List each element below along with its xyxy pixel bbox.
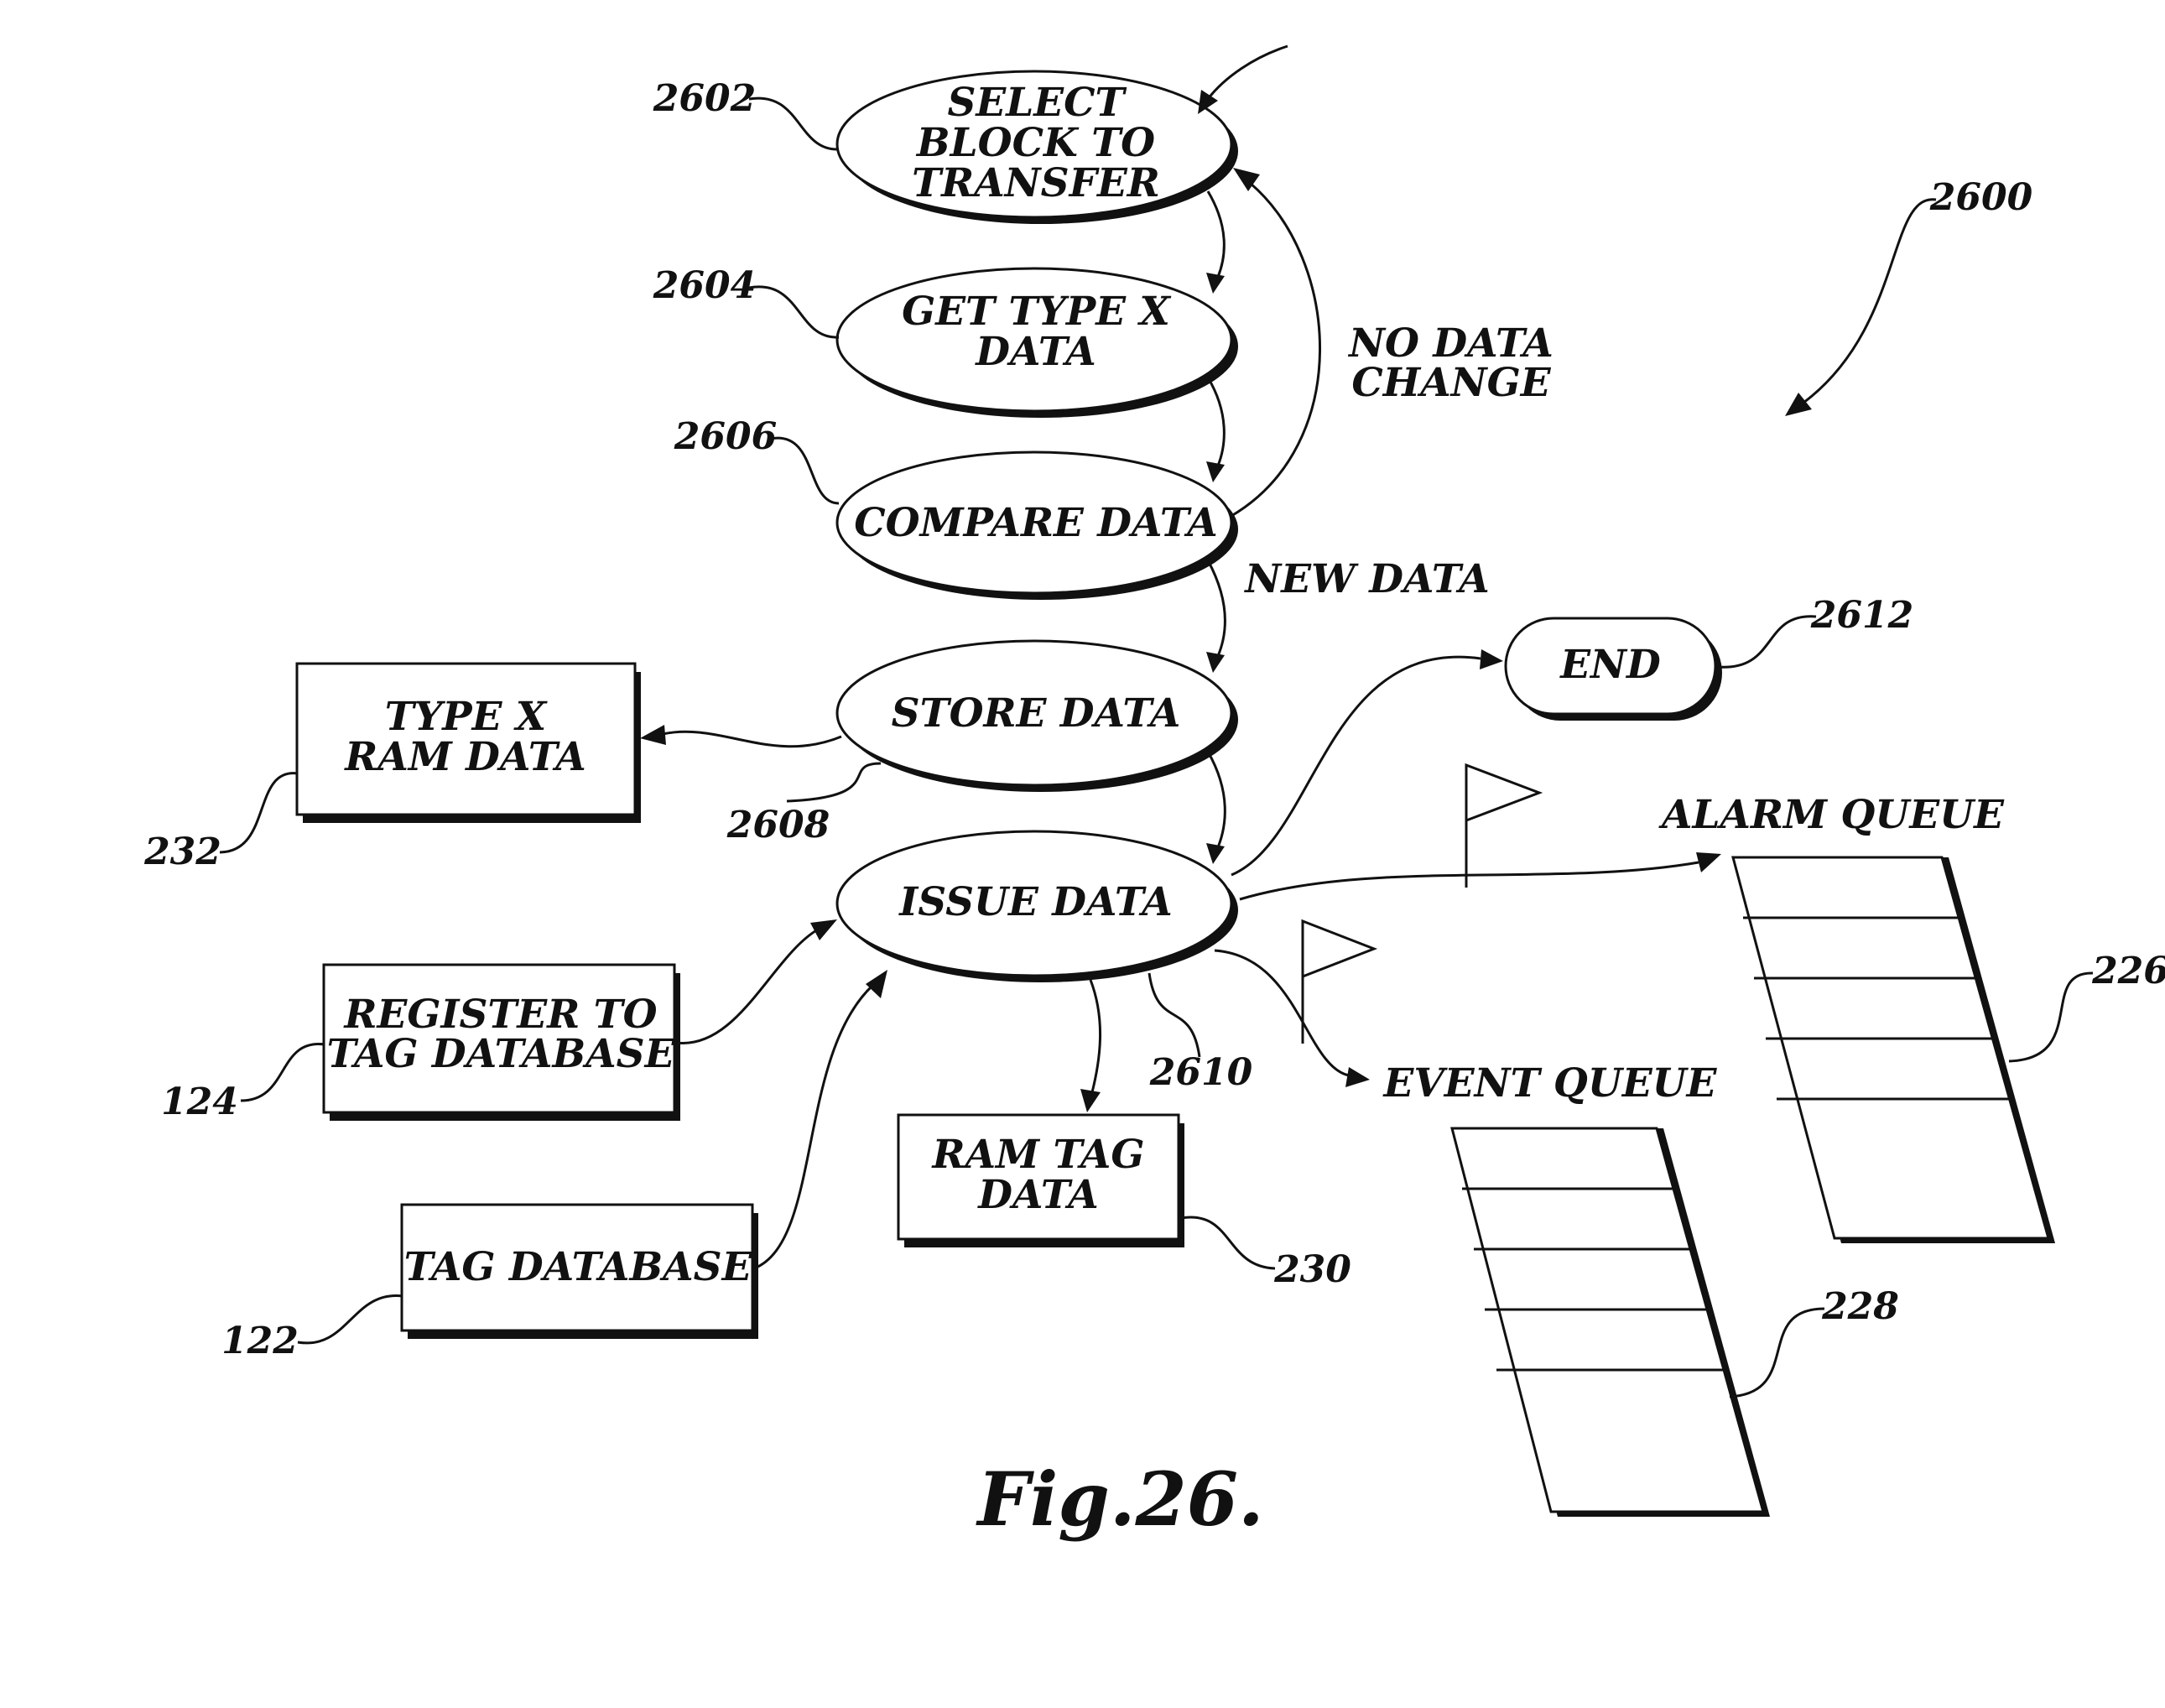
arrowhead-get-to-compare xyxy=(1206,461,1225,482)
ref-2608: 2608 xyxy=(726,804,830,846)
label-no-data-change-line2: CHANGE xyxy=(1351,360,1551,406)
box-register-to-tag-database: REGISTER TO TAG DATABASE xyxy=(324,965,680,1121)
box-tag-db-label: TAG DATABASE xyxy=(404,1244,753,1290)
arrowhead-store-to-issue xyxy=(1206,843,1225,864)
arrow-tag-db-to-issue xyxy=(754,986,872,1268)
label-alarm-queue: ALARM QUEUE xyxy=(1658,792,2005,838)
arrow-store-to-type-x xyxy=(663,732,841,747)
step-select-line1: SELECT xyxy=(947,80,1127,126)
leader-2612 xyxy=(1718,617,1816,668)
ref-2604: 2604 xyxy=(653,264,756,307)
ref-2602: 2602 xyxy=(653,77,756,120)
arrowhead-issue-to-event xyxy=(1345,1067,1370,1087)
box-type-x-ram-data: TYPE X RAM DATA xyxy=(297,664,641,823)
box-type-x-line1: TYPE X xyxy=(385,694,548,740)
arrowhead-select-to-get xyxy=(1206,273,1225,294)
alarm-queue-stack xyxy=(1733,857,2055,1243)
step-select-line3: TRANSFER xyxy=(912,160,1160,206)
ref-226: 226 xyxy=(2091,950,2165,992)
arrow-select-to-get xyxy=(1208,191,1224,277)
arrow-compare-to-store xyxy=(1208,560,1225,656)
label-new-data: NEW DATA xyxy=(1243,556,1489,602)
box-register-line2: TAG DATABASE xyxy=(327,1031,676,1077)
ref-2600: 2600 xyxy=(1929,176,2033,219)
arrowhead-2600-pointer xyxy=(1785,393,1812,416)
arrow-issue-to-alarm xyxy=(1240,862,1699,899)
ref-124: 124 xyxy=(161,1081,238,1123)
connectors xyxy=(640,46,1936,1268)
ref-2606: 2606 xyxy=(674,415,777,458)
leader-2604 xyxy=(749,287,839,337)
step-compare-label: COMPARE DATA xyxy=(854,500,1218,546)
label-event-queue: EVENT QUEUE xyxy=(1382,1060,1718,1107)
step-get-type-x-data: GET TYPE X DATA xyxy=(837,268,1238,418)
leader-228 xyxy=(1730,1309,1824,1397)
box-type-x-line2: RAM DATA xyxy=(343,734,585,780)
ref-228: 228 xyxy=(1821,1285,1899,1328)
arrow-register-to-issue xyxy=(676,930,818,1044)
leader-2602 xyxy=(749,98,839,149)
arrowhead-issue-to-alarm xyxy=(1696,852,1721,872)
arrowhead-tag-db-to-issue xyxy=(866,970,887,998)
leader-122 xyxy=(298,1296,403,1343)
arrow-store-to-issue xyxy=(1208,752,1225,847)
leader-2606 xyxy=(770,438,839,503)
step-select-line2: BLOCK TO xyxy=(915,120,1155,166)
step-issue-label: ISSUE DATA xyxy=(898,879,1173,925)
leader-2610 xyxy=(1149,973,1200,1057)
leader-230 xyxy=(1181,1217,1275,1268)
step-compare-data: COMPARE DATA xyxy=(837,452,1238,600)
box-ram-tag-line2: DATA xyxy=(976,1172,1099,1218)
step-store-data: STORE DATA xyxy=(837,641,1238,792)
box-tag-database: TAG DATABASE xyxy=(402,1205,758,1339)
arrowhead-compare-to-store xyxy=(1206,652,1225,673)
flag-event-icon xyxy=(1303,921,1374,1044)
ref-122: 122 xyxy=(221,1320,299,1362)
leader-2608 xyxy=(787,763,881,801)
ref-230: 230 xyxy=(1273,1248,1351,1291)
flag-alarm-icon xyxy=(1466,765,1539,888)
ref-232: 232 xyxy=(143,831,221,873)
step-select-block: SELECT BLOCK TO TRANSFER xyxy=(837,71,1238,224)
arrow-issue-to-end xyxy=(1231,657,1481,875)
leader-124 xyxy=(241,1044,325,1101)
arrowhead-issue-to-end xyxy=(1480,649,1503,669)
leader-232 xyxy=(220,773,298,852)
step-get-line2: DATA xyxy=(974,329,1096,375)
arrow-2600-pointer xyxy=(1803,200,1936,403)
box-ram-tag-data: RAM TAG DATA xyxy=(898,1115,1184,1247)
arrow-no-data-change xyxy=(1231,183,1320,516)
end-terminator: END xyxy=(1506,618,1722,721)
box-ram-tag-line1: RAM TAG xyxy=(931,1132,1145,1178)
step-issue-data: ISSUE DATA xyxy=(837,831,1238,982)
arrowhead-register-to-issue xyxy=(810,919,837,940)
arrow-get-to-compare xyxy=(1208,378,1224,466)
ref-2612: 2612 xyxy=(1810,594,1913,637)
figure-caption: Fig.26. xyxy=(975,1455,1263,1543)
arrow-entry xyxy=(1208,46,1288,99)
step-get-line1: GET TYPE X xyxy=(902,289,1171,335)
event-queue-stack xyxy=(1452,1128,1770,1517)
leader-226 xyxy=(2009,973,2093,1061)
arrowhead-issue-to-ram-tag xyxy=(1080,1089,1101,1112)
step-store-label: STORE DATA xyxy=(892,690,1181,737)
end-label: END xyxy=(1559,642,1661,688)
arrow-issue-to-ram-tag xyxy=(1090,980,1101,1092)
arrowhead-store-to-type-x xyxy=(640,725,666,745)
ref-2610: 2610 xyxy=(1149,1051,1253,1094)
